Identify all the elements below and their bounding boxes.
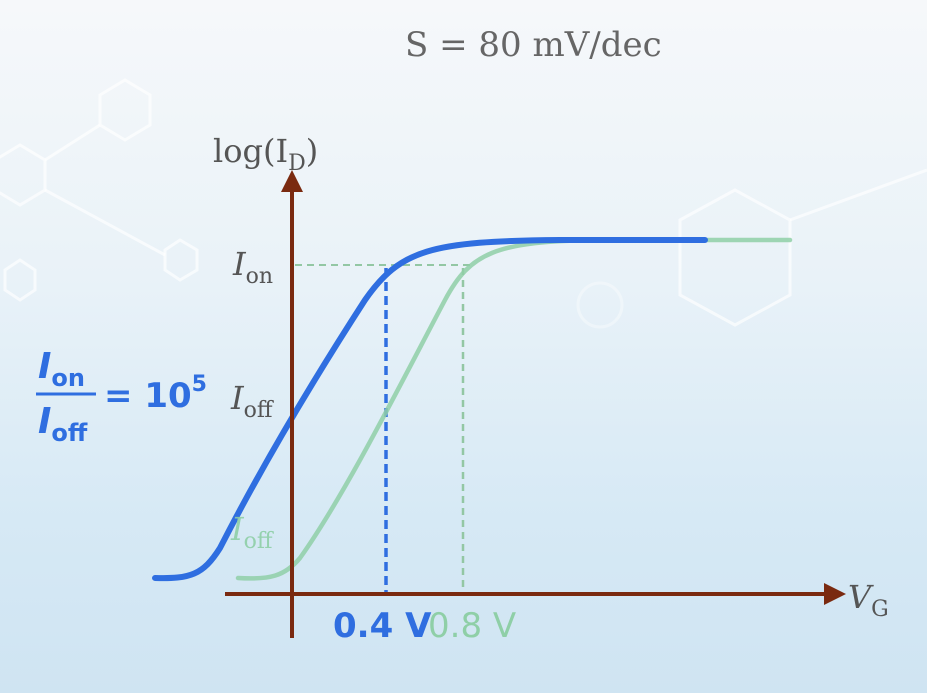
- y-axis-label: log(ID): [213, 132, 318, 176]
- slope-formula: S = 80 mV/dec: [405, 25, 662, 65]
- hexagon-molecule-decoration-icon: [0, 78, 927, 329]
- ratio-numerator: Ion: [38, 346, 85, 392]
- on-off-ratio: Ion Ioff = 105: [36, 346, 207, 447]
- blue-transfer-curve: [152, 237, 708, 582]
- green-threshold-label: 0.8 V: [428, 606, 516, 646]
- ratio-value: = 105: [104, 372, 207, 416]
- ioff-blue-level-label: Ioff: [230, 379, 274, 423]
- x-axis-label: VG: [848, 578, 889, 622]
- y-axis-label-main: log(I: [213, 132, 288, 170]
- y-axis: [281, 170, 303, 638]
- x-axis-label-sub: G: [871, 597, 889, 622]
- ratio-denominator: Ioff: [38, 401, 88, 447]
- green-transfer-curve: [235, 237, 793, 581]
- y-axis-label-close: ): [306, 132, 318, 170]
- y-axis-label-sub: D: [288, 151, 306, 176]
- ion-level-label: Ion: [232, 245, 273, 289]
- x-axis-label-main: V: [848, 578, 874, 616]
- blue-threshold-label: 0.4 V: [333, 606, 432, 646]
- x-axis: [225, 583, 846, 605]
- ioff-green-level-label: Ioff: [230, 510, 274, 554]
